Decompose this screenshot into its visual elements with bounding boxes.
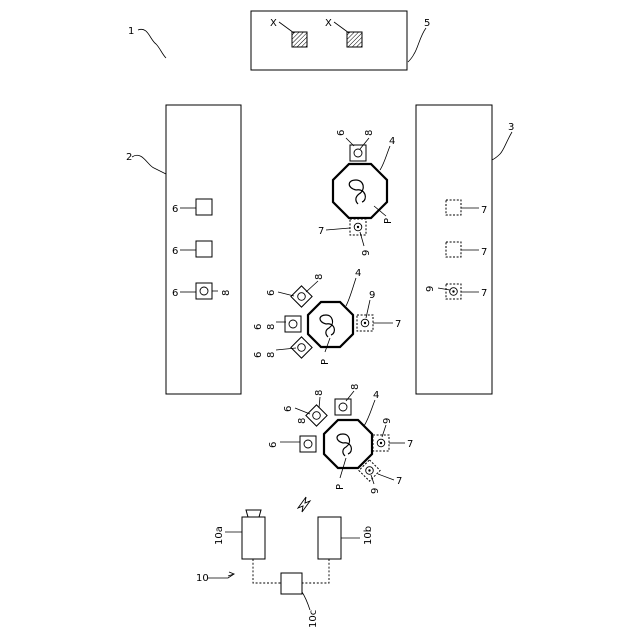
ring-dashed-label-right: 9 <box>425 286 436 292</box>
part-dashed-label-bot-right: 7 <box>407 439 413 450</box>
part-dashed-label-c: 7 <box>481 288 487 299</box>
part-slot-dashed-1 <box>446 200 461 215</box>
ref-label-4-top: 4 <box>389 136 395 147</box>
part-slot-dashed-2 <box>446 242 461 257</box>
part-label-bot-diag: 6 <box>283 406 294 412</box>
part-label-mid-top: 6 <box>266 290 277 296</box>
module-10a-cap <box>246 510 261 517</box>
dashed-link-right <box>302 559 329 583</box>
ring-dashed-top-center <box>357 226 359 228</box>
ring-label-bot-top: 8 <box>350 384 361 390</box>
ref-label-4-middle: 4 <box>355 268 361 279</box>
label-10c: 10c <box>308 610 319 628</box>
leader-dash-bot-diag <box>378 474 394 480</box>
leader-ring-bot-diag <box>319 397 320 408</box>
part-bot-diag <box>306 405 327 426</box>
p-label-top: P <box>383 218 394 224</box>
ring-dashed-bot-diag-center <box>368 469 370 471</box>
leader-10 <box>208 574 234 578</box>
leader-4-top <box>380 146 390 170</box>
vehicle-middle <box>285 286 373 358</box>
vehicle-bottom <box>300 399 389 481</box>
part-slot-3 <box>196 283 212 299</box>
dashed-link-left <box>253 559 281 583</box>
ref-label-4-bottom: 4 <box>373 390 379 401</box>
x-label-left: X <box>270 18 277 29</box>
ring-dashed-label-bot-diag: 9 <box>370 488 381 494</box>
arrow-10 <box>228 572 234 576</box>
part-label-bot-left: 6 <box>268 442 279 448</box>
part-mid-left <box>285 316 301 332</box>
leader-part-mid-top <box>278 292 294 296</box>
ring-label-left: 8 <box>221 290 232 296</box>
part-label-mid-bottom: 6 <box>253 352 264 358</box>
part-dashed-label-top: 7 <box>318 226 324 237</box>
leader-5 <box>408 28 426 62</box>
part-label-c: 6 <box>172 288 178 299</box>
hatched-item-left <box>292 32 307 47</box>
ref-label-2: 2 <box>126 152 132 163</box>
part-label-b: 6 <box>172 246 178 257</box>
p-label-bot: P <box>335 484 346 490</box>
ring-dashed-label-bot-right: 9 <box>382 418 393 424</box>
ring-label-mid-left: 8 <box>266 324 277 330</box>
part-dashed-label-b: 7 <box>481 247 487 258</box>
part-bot-top <box>335 399 351 415</box>
ring-dashed-label-mid: 9 <box>369 290 375 301</box>
part-dashed-label-a: 7 <box>481 205 487 216</box>
leader-4-middle <box>346 278 356 306</box>
part-dashed-label-mid: 7 <box>395 319 401 330</box>
ref-label-3: 3 <box>508 122 514 133</box>
leader-2 <box>132 155 166 174</box>
leader-3 <box>492 132 512 160</box>
module-10a <box>242 517 265 559</box>
ref-label-5: 5 <box>424 18 430 29</box>
vehicle-top <box>333 145 387 235</box>
leader-dash-top <box>326 228 350 230</box>
label-10a: 10a <box>214 526 225 545</box>
module-10c <box>281 573 302 594</box>
module-10b <box>318 517 341 559</box>
ring-dashed-label-top: 9 <box>361 250 372 256</box>
leader-4-bottom <box>364 400 375 426</box>
leader-ring-mid-top <box>306 281 318 292</box>
leader-10c <box>302 592 310 610</box>
ring-label-mid-top: 8 <box>314 274 325 280</box>
leader-1 <box>138 29 166 58</box>
p-label-mid: P <box>320 359 331 365</box>
part-dashed-label-bot-diag: 7 <box>396 476 402 487</box>
x-label-right: X <box>325 18 332 29</box>
ring-label-bot-diag: 8 <box>314 390 325 396</box>
part-bot-left <box>300 436 316 452</box>
ref-label-10: 10 <box>196 573 209 584</box>
ring-label-top: 8 <box>364 130 375 136</box>
lightning-icon <box>298 497 310 512</box>
leader-part-bot-diag <box>295 408 310 414</box>
part-top <box>350 145 366 161</box>
part-mid-diag-bottom <box>291 337 312 358</box>
ring-dashed-mid-center <box>364 322 366 324</box>
ring-dashed-bot-right-center <box>380 442 382 444</box>
octagon-bottom <box>324 420 372 468</box>
label-10b: 10b <box>363 526 374 545</box>
ref-label-1: 1 <box>128 26 134 37</box>
part-label-mid-left: 6 <box>253 324 264 330</box>
part-slot-2 <box>196 241 212 257</box>
part-label-top: 6 <box>336 130 347 136</box>
hatched-item-right <box>347 32 362 47</box>
ring-label-mid-bottom: 8 <box>266 352 277 358</box>
part-label-a: 6 <box>172 204 178 215</box>
ring-dashed-center <box>452 290 454 292</box>
ring-label-bot-diag-2: 8 <box>297 418 308 424</box>
part-slot-1 <box>196 199 212 215</box>
